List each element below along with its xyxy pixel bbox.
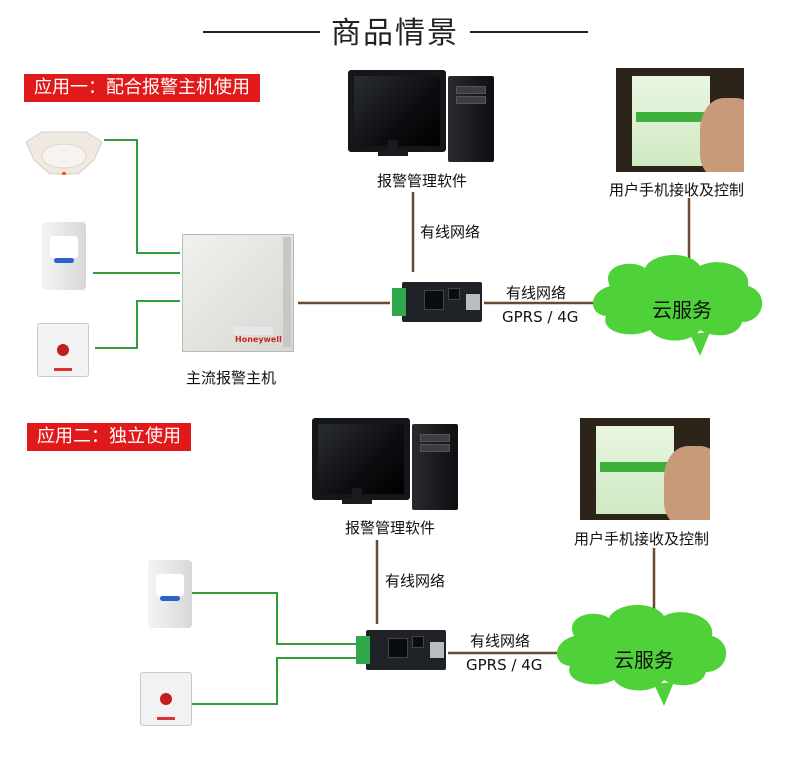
- wire-smoke-to-host: [104, 139, 180, 254]
- wired-network-label: 有线网络: [385, 572, 446, 590]
- desktop-computer-icon: [348, 70, 494, 165]
- title-rule-left: [203, 31, 320, 33]
- page-title: 商品情景: [331, 16, 459, 51]
- software-label: 报警管理软件: [377, 172, 468, 190]
- network-module-icon: [392, 282, 482, 322]
- host-brand: Honeywell: [235, 335, 282, 344]
- wired-network-label-2: 有线网络: [470, 632, 531, 650]
- section2-tag: 应用二：独立使用: [27, 423, 191, 451]
- host-label: 主流报警主机: [186, 369, 277, 387]
- alarm-host-box-icon: Honeywell: [182, 234, 294, 352]
- section1-tag: 应用一：配合报警主机使用: [24, 74, 260, 102]
- phone-label: 用户手机接收及控制: [609, 181, 745, 199]
- panic-button-icon: [140, 672, 192, 726]
- title-rule-right: [470, 31, 588, 33]
- wire-panic-to-host: [95, 300, 180, 349]
- network-module-icon: [356, 630, 446, 670]
- panic-button-icon: [37, 323, 89, 377]
- cloud-icon: [556, 604, 727, 706]
- pir-sensor-icon: [148, 560, 192, 628]
- desktop-computer-icon: [312, 418, 458, 513]
- wired-network-label-2: 有线网络: [506, 284, 567, 302]
- cloud-label: 云服务: [652, 298, 712, 322]
- pir-sensor-icon: [42, 222, 86, 290]
- cloud-icon: [592, 254, 763, 356]
- wire-pir2-to-module: [192, 592, 360, 645]
- gprs-label: GPRS / 4G: [466, 656, 543, 674]
- smartphone-icon: [616, 68, 744, 172]
- wired-network-label: 有线网络: [420, 223, 481, 241]
- cloud-label: 云服务: [614, 648, 674, 672]
- wire-panic2-to-module: [192, 657, 360, 705]
- gprs-label: GPRS / 4G: [502, 308, 579, 326]
- smartphone-icon: [580, 418, 710, 520]
- software-label: 报警管理软件: [345, 519, 436, 537]
- smoke-detector-icon: [22, 124, 106, 180]
- phone-label: 用户手机接收及控制: [574, 530, 710, 548]
